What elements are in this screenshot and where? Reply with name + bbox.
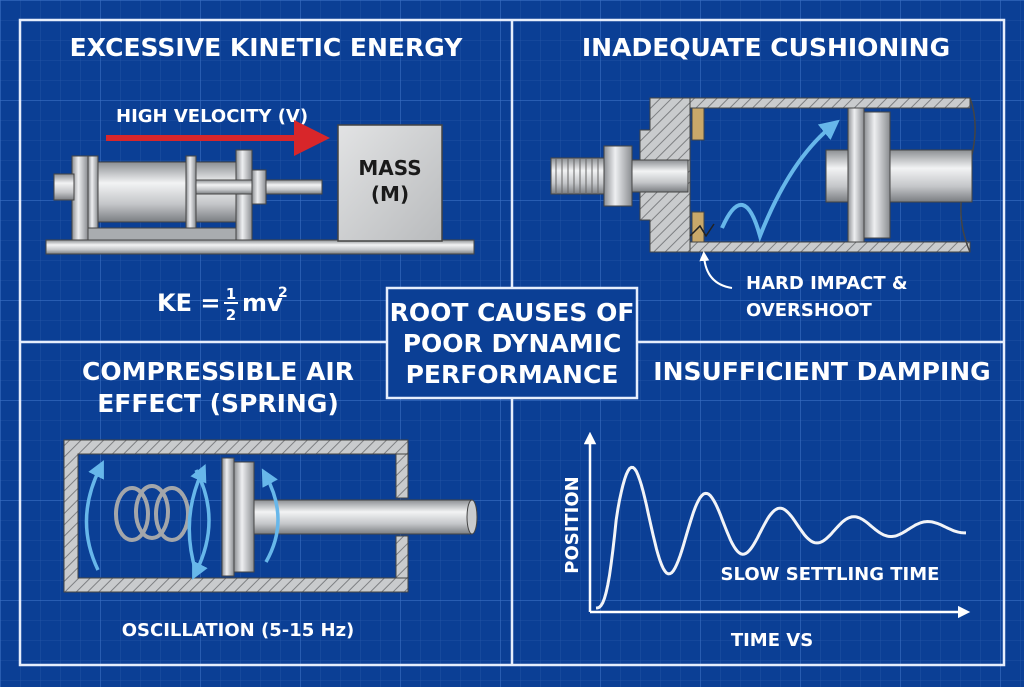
- callout-line2: OVERSHOOT: [746, 300, 873, 321]
- panel-kinetic-energy: EXCESSIVE KINETIC ENERGY HIGH VELOCITY (…: [45, 33, 475, 324]
- thread-lines: [555, 158, 599, 194]
- equation-exponent: 2: [278, 285, 288, 301]
- mass-block: [337, 124, 443, 242]
- air-piston-rod: [253, 499, 473, 535]
- cushioning-title: INADEQUATE CUSHIONING: [582, 33, 950, 62]
- oscillation-arrow-left: [84, 460, 104, 571]
- barrel-wall-top: [689, 97, 971, 109]
- air-title-line2: EFFECT (SPRING): [97, 389, 339, 418]
- center-title-line2: POOR DYNAMIC: [403, 329, 622, 358]
- air-title-line1: COMPRESSIBLE AIR: [82, 357, 354, 386]
- callout-line1: HARD IMPACT &: [746, 273, 908, 294]
- lock-nut: [603, 145, 633, 207]
- kinetic-title: EXCESSIVE KINETIC ENERGY: [70, 33, 464, 62]
- air-spring-coil: [114, 484, 190, 542]
- cushion-seal-top: [691, 107, 705, 141]
- panel-damping: INSUFFICIENT DAMPING POSITION TIME VS SL…: [562, 357, 991, 651]
- air-piston-back: [233, 461, 255, 573]
- velocity-label: HIGH VELOCITY (V): [116, 106, 308, 127]
- center-title-line1: ROOT CAUSES OF: [390, 298, 635, 327]
- oscillation-arrow-right: [261, 468, 280, 563]
- damping-title: INSUFFICIENT DAMPING: [653, 357, 990, 386]
- x-axis-label: TIME VS: [731, 630, 813, 651]
- pneumatic-cylinder: [53, 149, 323, 241]
- piston-body: [863, 111, 891, 239]
- air-piston-front: [221, 457, 235, 577]
- base-plate: [45, 239, 475, 255]
- mass-label: MASS: [358, 156, 421, 180]
- oscillation-caption: OSCILLATION (5-15 Hz): [122, 620, 355, 641]
- overshoot-arrow: [720, 119, 840, 243]
- air-gland-bottom: [395, 535, 409, 579]
- panel-cushioning: INADEQUATE CUSHIONING HARD IMPACT & OV: [550, 33, 976, 321]
- settling-annotation: SLOW SETTLING TIME: [721, 564, 940, 585]
- equation-rhs: mv: [242, 289, 283, 317]
- air-rod-tip: [466, 499, 478, 535]
- cushion-spear: [631, 159, 689, 193]
- equation-denominator: 2: [226, 306, 236, 324]
- panel-compressible-air: COMPRESSIBLE AIR EFFECT (SPRING) OSCILLA…: [63, 357, 478, 641]
- barrel-wall-bottom: [689, 241, 971, 253]
- step-response-curve: [595, 465, 966, 610]
- air-gland-top: [395, 453, 409, 499]
- oscillation-arrow-back: [187, 464, 207, 573]
- threaded-port: [550, 157, 608, 195]
- y-axis-label: POSITION: [562, 476, 583, 574]
- callout-pointer: [699, 251, 733, 289]
- piston-face: [847, 107, 865, 243]
- mass-symbol: (M): [371, 182, 409, 206]
- kinetic-energy-equation: KE = 1 2 mv 2: [157, 285, 288, 324]
- impact-crack: [689, 223, 715, 238]
- center-title-box: ROOT CAUSES OF POOR DYNAMIC PERFORMANCE: [385, 286, 639, 400]
- center-title-line3: PERFORMANCE: [406, 360, 619, 389]
- equation-lhs: KE =: [157, 289, 220, 317]
- equation-numerator: 1: [226, 285, 236, 303]
